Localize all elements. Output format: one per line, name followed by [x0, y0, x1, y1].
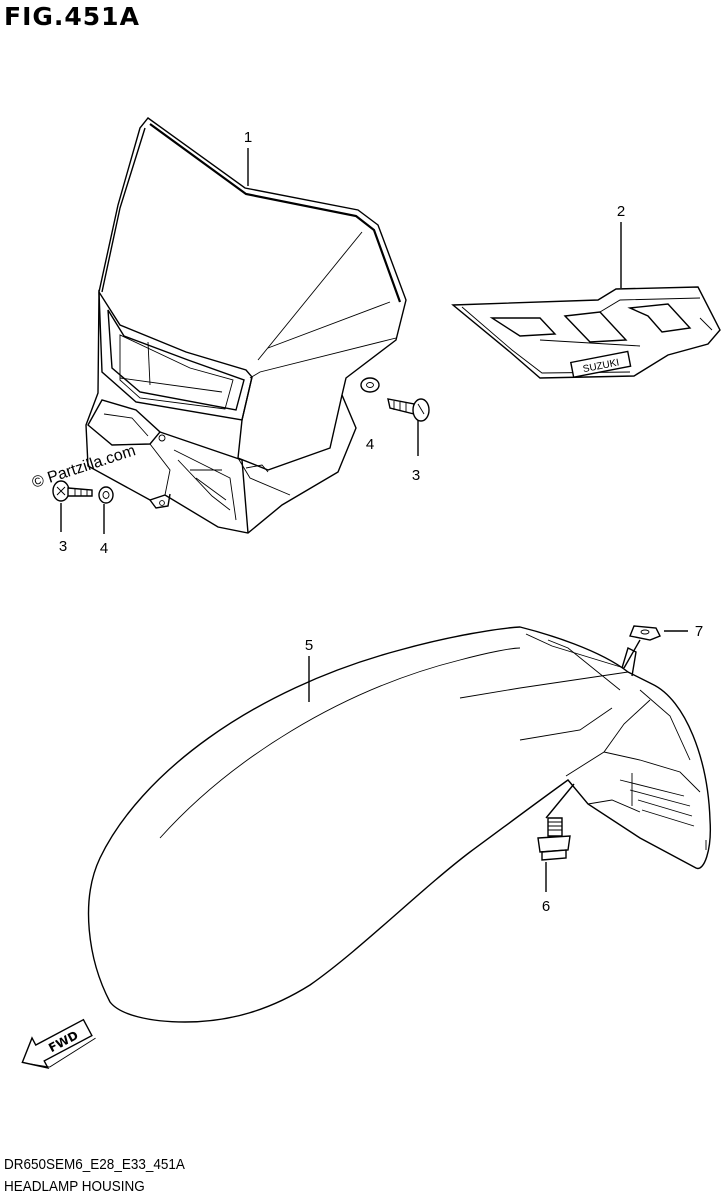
callout-4-left: 4	[100, 540, 108, 557]
fender-washer[interactable]	[629, 625, 661, 641]
callout-4-right: 4	[366, 436, 374, 453]
callout-5: 5	[305, 637, 313, 654]
figure-title: FIG.451A	[4, 2, 140, 31]
callout-7: 7	[695, 623, 703, 640]
callout-1: 1	[244, 129, 252, 146]
front-fender[interactable]	[87, 626, 712, 1023]
washer-right[interactable]	[360, 377, 380, 393]
headlamp-housing[interactable]	[85, 117, 407, 534]
callout-2: 2	[617, 203, 625, 220]
screw-right[interactable]	[387, 398, 430, 422]
callout-3-left: 3	[59, 538, 67, 555]
fwd-arrow-icon: FWD	[21, 1018, 96, 1069]
diagram-caption: HEADLAMP HOUSING	[4, 1178, 145, 1195]
callout-3-right: 3	[412, 467, 420, 484]
screw-left[interactable]	[52, 480, 93, 502]
diagram-code: DR650SEM6_E28_E33_451A	[4, 1156, 185, 1173]
decal[interactable]: SUZUKI	[451, 286, 721, 379]
callout-6: 6	[542, 898, 550, 915]
washer-left[interactable]	[98, 486, 114, 504]
fender-bolt[interactable]	[537, 817, 571, 861]
leader-lines	[60, 148, 688, 892]
